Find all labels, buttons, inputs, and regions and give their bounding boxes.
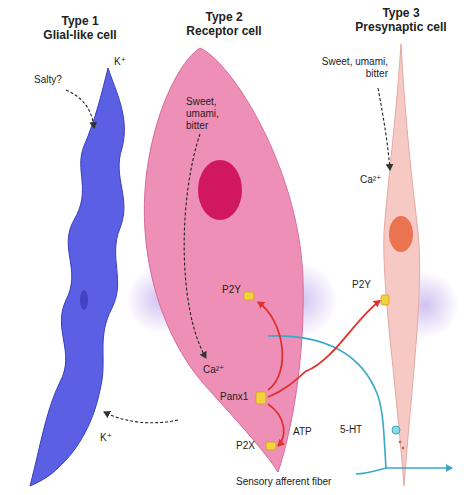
- cell-type: Type 3: [355, 6, 446, 20]
- ion-label: K⁺: [100, 432, 112, 444]
- atp-arrow: [258, 302, 282, 390]
- p2y-receptor: [381, 295, 389, 305]
- cell-outline: [380, 42, 422, 488]
- cell-nucleus: [198, 160, 242, 220]
- taste-quality: Sweet, umami, bitter: [186, 96, 234, 132]
- receptor-name: P2Y: [352, 279, 371, 291]
- channel-name: Panx1: [220, 391, 248, 403]
- afferent-fiber: [268, 336, 452, 468]
- vesicle-dot: [402, 447, 405, 450]
- cell-nucleus: [389, 216, 413, 252]
- fiber-name: Sensory afferent fiber: [236, 476, 331, 488]
- serotonin-vesicle: [392, 426, 400, 434]
- taste-quality: Sweet, umami, bitter: [318, 56, 388, 80]
- taste-signal-arrow: [378, 88, 390, 170]
- atp-release-line: [268, 371, 306, 397]
- cell-name: Receptor cell: [186, 24, 261, 38]
- salt-pathway-arrow: [66, 90, 94, 128]
- ion-label: K⁺: [114, 56, 126, 68]
- transmitter-name: 5-HT: [340, 424, 362, 436]
- atp-arrow: [268, 404, 284, 446]
- cell-heading: Type 2Receptor cell: [186, 10, 261, 38]
- cell-outline: [28, 50, 132, 488]
- taste-quality: Salty?: [34, 74, 62, 86]
- atp-signal-arrow: [306, 301, 380, 372]
- cell-type: Type 1: [43, 14, 116, 28]
- receptor-name: P2X: [236, 440, 255, 452]
- p2y-receptor: [244, 292, 254, 300]
- ion-label: Ca²⁺: [360, 174, 381, 186]
- cell-nucleus: [80, 290, 88, 310]
- afferent-fiber: [356, 468, 386, 474]
- p2x-receptor: [266, 442, 276, 450]
- panx1-channel: [256, 392, 266, 404]
- cell-body: [30, 68, 124, 486]
- cell-outline: [142, 46, 306, 474]
- cell-body: [384, 44, 420, 486]
- presynaptic-cell: Type 3Presynaptic cell: [380, 42, 422, 488]
- ion-label: Ca²⁺: [203, 364, 224, 376]
- glial-like-cell: Type 1Glial-like cell: [28, 50, 132, 488]
- cell-heading: Type 3Presynaptic cell: [355, 6, 446, 34]
- cell-type: Type 2: [186, 10, 261, 24]
- potassium-arrow: [104, 412, 178, 423]
- cell-heading: Type 1Glial-like cell: [43, 14, 116, 42]
- receptor-name: P2Y: [222, 284, 241, 296]
- vesicle-dot: [399, 441, 402, 444]
- transmitter-name: ATP: [293, 426, 312, 438]
- cell-name: Presynaptic cell: [355, 20, 446, 34]
- cell-body: [144, 48, 303, 472]
- taste-signal-arrow: [184, 134, 206, 358]
- receptor-cell: Type 2Receptor cell: [142, 46, 306, 474]
- cell-name: Glial-like cell: [43, 28, 116, 42]
